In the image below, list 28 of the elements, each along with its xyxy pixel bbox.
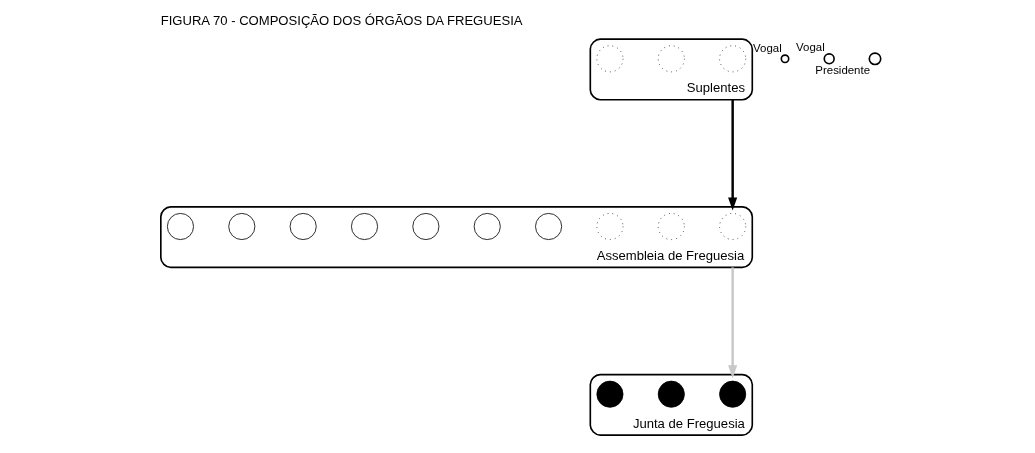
node-circle <box>868 52 882 66</box>
node-label: Vogal <box>796 40 825 53</box>
node-circle <box>719 45 747 73</box>
node-circle <box>719 380 747 408</box>
node-circle <box>473 213 501 240</box>
node-label: Presidente <box>815 63 871 76</box>
node-circle <box>596 45 624 73</box>
node-label: Vogal <box>753 42 782 54</box>
node-circle <box>535 213 563 240</box>
node-circle <box>657 380 685 408</box>
node-circle <box>289 213 317 240</box>
node-circle <box>657 45 685 73</box>
node-circle <box>596 380 624 408</box>
node-circle <box>719 213 747 240</box>
arrow <box>728 99 738 211</box>
cluster: Junta de Freguesia <box>589 373 754 436</box>
cluster: Suplentes <box>589 38 754 101</box>
node-circle <box>228 213 256 240</box>
arrow <box>728 267 738 379</box>
node-circle <box>166 213 194 240</box>
node-circle <box>351 213 379 240</box>
cluster: Assembleia de Freguesia <box>160 206 754 269</box>
node-circle <box>823 53 835 65</box>
node-circle <box>412 213 440 240</box>
node-circle <box>596 213 624 240</box>
node-circle <box>780 54 790 64</box>
node-circle <box>657 213 685 240</box>
diagram-title: FIGURA 70 - COMPOSIÇÃO DOS ÓRGÃOS DA FREGUESIA <box>160 13 523 29</box>
